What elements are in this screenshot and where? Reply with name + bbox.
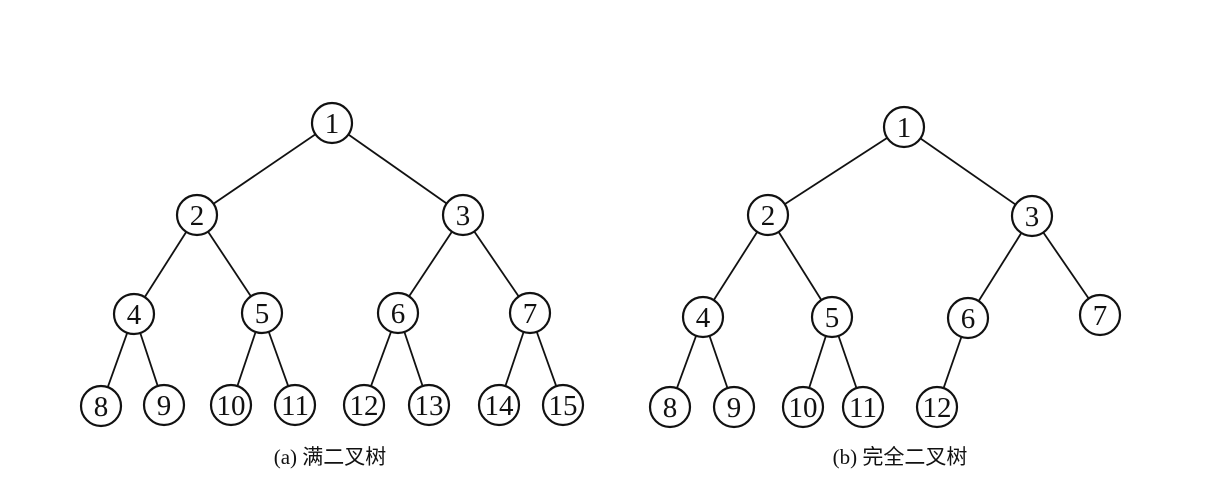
tree-node-full-binary-tree-1: 1 <box>310 101 354 145</box>
tree-node-full-binary-tree-11: 11 <box>273 383 317 427</box>
tree-node-full-binary-tree-9: 9 <box>142 383 186 427</box>
tree-node-complete-binary-tree-5: 5 <box>810 295 854 339</box>
node-label: 2 <box>190 200 205 232</box>
node-label: 8 <box>663 392 678 424</box>
node-circle <box>810 295 854 339</box>
node-label: 7 <box>523 298 538 330</box>
tree-node-complete-binary-tree-2: 2 <box>746 193 790 237</box>
tree-node-full-binary-tree-13: 13 <box>407 383 451 427</box>
node-circle <box>142 383 186 427</box>
tree-node-complete-binary-tree-4: 4 <box>681 295 725 339</box>
tree-node-complete-binary-tree-8: 8 <box>648 385 692 429</box>
tree-node-full-binary-tree-15: 15 <box>541 383 585 427</box>
node-circle <box>946 296 990 340</box>
tree-node-full-binary-tree-3: 3 <box>441 193 485 237</box>
node-label: 11 <box>849 392 877 424</box>
node-circle <box>376 291 420 335</box>
node-circle <box>310 101 354 145</box>
node-label: 2 <box>761 200 776 232</box>
node-circle <box>342 383 386 427</box>
node-label: 12 <box>350 390 379 422</box>
node-label: 12 <box>923 392 952 424</box>
node-label: 9 <box>727 392 742 424</box>
tree-edge-full-binary-tree-1-3 <box>331 122 464 216</box>
node-label: 8 <box>94 391 109 423</box>
node-label: 10 <box>789 392 818 424</box>
node-circle <box>407 383 451 427</box>
node-label: 6 <box>961 303 976 335</box>
node-circle <box>841 385 885 429</box>
node-label: 6 <box>391 298 406 330</box>
tree-edge-complete-binary-tree-1-3 <box>903 126 1033 217</box>
caption-full-binary-tree: (a) 满二叉树 <box>273 445 387 469</box>
node-circle <box>209 383 253 427</box>
node-circle <box>79 384 123 428</box>
node-circle <box>112 292 156 336</box>
node-label: 1 <box>325 108 340 140</box>
tree-node-full-binary-tree-10: 10 <box>209 383 253 427</box>
node-circle <box>781 385 825 429</box>
node-circle <box>746 193 790 237</box>
node-label: 14 <box>485 390 515 422</box>
tree-node-complete-binary-tree-9: 9 <box>712 385 756 429</box>
node-circle <box>882 105 926 149</box>
tree-node-full-binary-tree-12: 12 <box>342 383 386 427</box>
caption-complete-binary-tree: (b) 完全二叉树 <box>832 445 968 469</box>
tree-node-complete-binary-tree-12: 12 <box>915 385 959 429</box>
node-circle <box>240 291 284 335</box>
tree-node-full-binary-tree-2: 2 <box>175 193 219 237</box>
node-label: 7 <box>1093 300 1108 332</box>
node-circle <box>175 193 219 237</box>
tree-edge-complete-binary-tree-1-2 <box>767 126 905 216</box>
node-label: 4 <box>127 299 142 331</box>
node-label: 1 <box>897 112 912 144</box>
tree-node-full-binary-tree-6: 6 <box>376 291 420 335</box>
tree-node-full-binary-tree-14: 14 <box>477 383 521 427</box>
tree-node-full-binary-tree-5: 5 <box>240 291 284 335</box>
node-circle <box>1010 194 1054 238</box>
node-circle <box>477 383 521 427</box>
tree-node-complete-binary-tree-1: 1 <box>882 105 926 149</box>
node-circle <box>541 383 585 427</box>
tree-node-complete-binary-tree-10: 10 <box>781 385 825 429</box>
tree-node-complete-binary-tree-6: 6 <box>946 296 990 340</box>
node-circle <box>508 291 552 335</box>
node-label: 15 <box>549 390 578 422</box>
tree-node-full-binary-tree-8: 8 <box>79 384 123 428</box>
tree-edge-full-binary-tree-1-2 <box>196 122 333 216</box>
node-label: 5 <box>825 302 840 334</box>
node-circle <box>681 295 725 339</box>
node-label: 3 <box>456 200 471 232</box>
node-label: 13 <box>415 390 444 422</box>
node-circle <box>273 383 317 427</box>
tree-node-full-binary-tree-4: 4 <box>112 292 156 336</box>
node-label: 3 <box>1025 201 1040 233</box>
node-circle <box>915 385 959 429</box>
node-label: 5 <box>255 298 270 330</box>
node-label: 9 <box>157 390 172 422</box>
tree-node-complete-binary-tree-7: 7 <box>1078 293 1122 337</box>
node-label: 10 <box>217 390 246 422</box>
node-circle <box>712 385 756 429</box>
node-label: 11 <box>281 390 309 422</box>
tree-node-full-binary-tree-7: 7 <box>508 291 552 335</box>
node-circle <box>648 385 692 429</box>
node-circle <box>441 193 485 237</box>
tree-node-complete-binary-tree-3: 3 <box>1010 194 1054 238</box>
node-circle <box>1078 293 1122 337</box>
tree-node-complete-binary-tree-11: 11 <box>841 385 885 429</box>
node-label: 4 <box>696 302 711 334</box>
